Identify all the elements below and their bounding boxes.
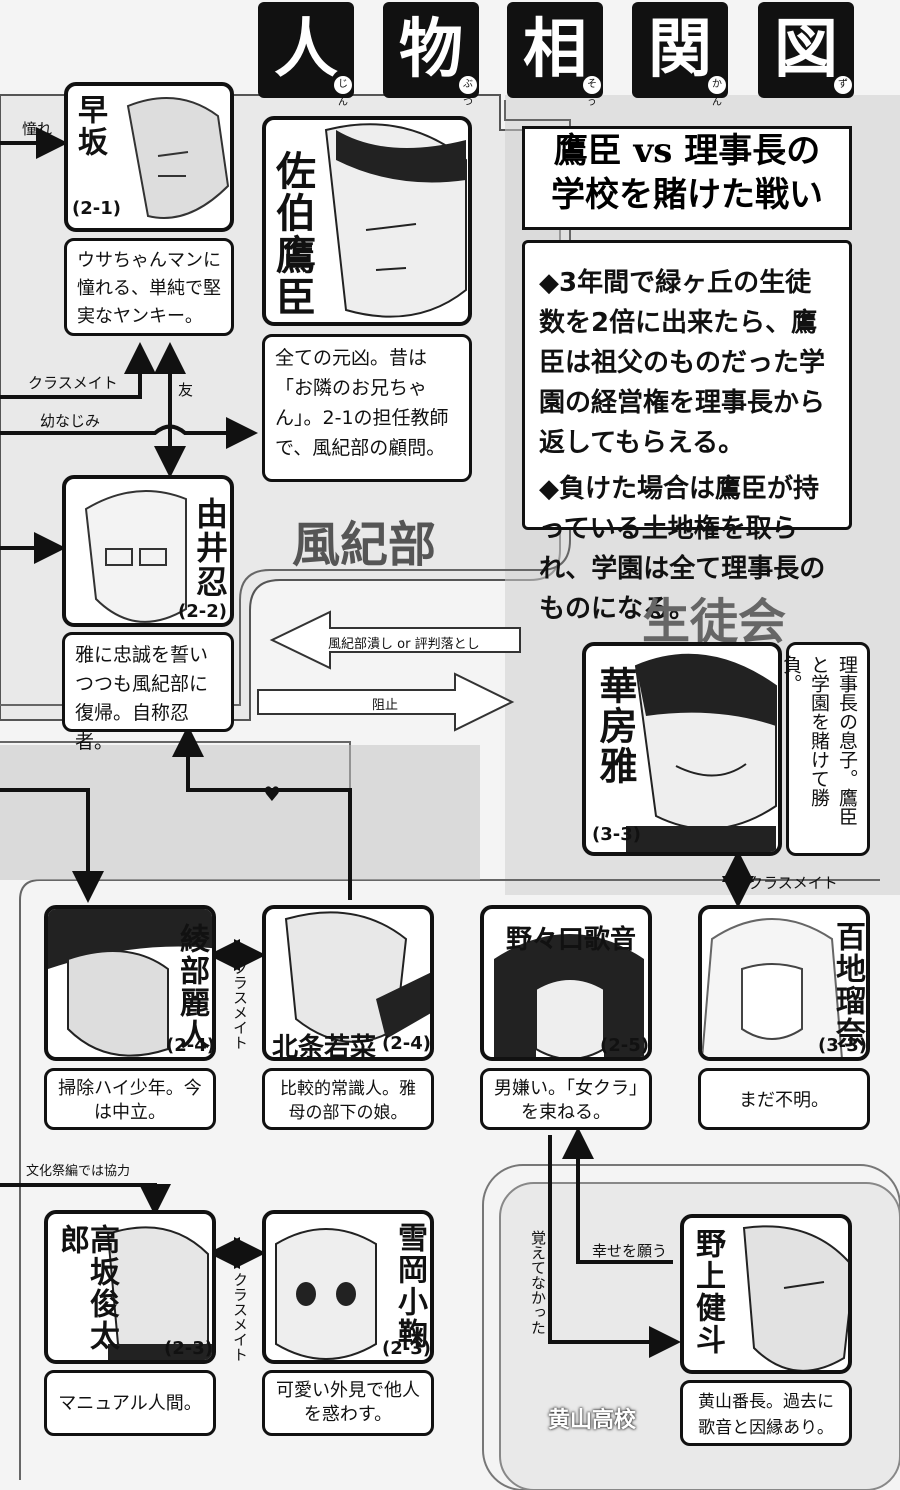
label-oboete: 覚えてなかった xyxy=(529,1230,547,1335)
face-hayasaka-icon xyxy=(126,97,230,219)
portrait-kousaka: 高坂俊太郎 (2-3) xyxy=(44,1210,216,1364)
label-soshi: 阻止 xyxy=(372,698,399,713)
desc-kousaka: マニュアル人間。 xyxy=(44,1370,216,1436)
face-ayabe-icon xyxy=(48,909,212,1057)
label-bunkasai: 文化祭編では協力 xyxy=(26,1164,131,1179)
rule-1: ◆3年間で緑ヶ丘の生徒数を2倍に出来たら、鷹臣は祖父のものだった学園の経営権を理… xyxy=(539,268,826,458)
portrait-ayabe: 綾部麗人 (2-4) xyxy=(44,905,216,1061)
conflict-rules: ◆3年間で緑ヶ丘の生徒数を2倍に出来たら、鷹臣は祖父のものだった学園の経営権を理… xyxy=(522,240,852,624)
group-kiyama: 黄山高校 xyxy=(548,1407,637,1433)
label-osananajimi: 幼なじみ xyxy=(40,412,101,430)
desc-momochi: まだ不明。 xyxy=(698,1068,870,1130)
group-fuuki: 風紀部 xyxy=(292,517,437,573)
group-seito: 生徒会 xyxy=(642,594,787,650)
desc-hayasaka: ウサちゃんマンに憧れる、単純で堅実なヤンキー。 xyxy=(64,238,234,336)
desc-nogami: 黄山番長。過去に歌音と因縁あり。 xyxy=(680,1380,852,1446)
label-akogare: 憧れ xyxy=(22,120,53,138)
label-classmate-seito: クラスメイト xyxy=(748,874,838,892)
desc-saeki: 全ての元凶。昔は「お隣のお兄ちゃん」。2-1の担任教師で、風紀部の顧問。 xyxy=(262,334,472,482)
desc-yui: 雅に忠誠を誓いつつも風紀部に復帰。自称忍者。 xyxy=(62,632,234,753)
face-saeki-icon xyxy=(324,123,467,318)
conflict-heading: 鷹臣 vs 理事長の 学校を賭けた戦い xyxy=(522,126,852,230)
desc-hanabusa: 理事長の息子。鷹臣と学園を賭けて勝負。 xyxy=(780,642,870,856)
portrait-hayasaka: 早坂 (2-1) xyxy=(64,82,234,232)
portrait-nogami: 野上健斗 xyxy=(680,1214,852,1374)
face-kousaka-icon xyxy=(106,1226,212,1360)
label-shiawase: 幸せを願う xyxy=(592,1242,668,1260)
title-char-5: 図ず xyxy=(758,2,854,98)
desc-nonoguchi: 男嫌い。「女クラ」を束ねる。 xyxy=(480,1068,652,1130)
label-fuuki-tsubushi: 風紀部潰し or 評判落とし xyxy=(328,637,480,652)
face-hanabusa-icon xyxy=(626,653,777,852)
desc-houjou: 比較的常識人。雅母の部下の娘。 xyxy=(262,1068,434,1130)
label-tomo: 友 xyxy=(176,382,194,397)
face-nonoguchi-icon xyxy=(494,934,644,1057)
rule-2: ◆負けた場合は鷹臣が持っている土地権を取られ、学園は全て理事長のものになる。 xyxy=(539,474,826,624)
heart-icon: ♥ xyxy=(263,782,281,806)
face-houjou-icon xyxy=(284,911,430,1043)
label-classmate-2: クラスメイト xyxy=(231,960,249,1050)
face-momochi-icon xyxy=(702,918,843,1057)
label-classmate-3: クラスメイト xyxy=(231,1272,249,1362)
portrait-momochi: 百地瑠奈 (3-3) xyxy=(698,905,870,1061)
label-classmate-1: クラスメイト xyxy=(28,374,118,392)
desc-yukioka: 可愛い外見で他人を惑わす。 xyxy=(262,1370,434,1436)
portrait-nonoguchi: 野々口歌音 (2-5) xyxy=(480,905,652,1061)
desc-ayabe: 掃除ハイ少年。今は中立。 xyxy=(44,1068,216,1130)
portrait-hanabusa: 華房雅 (3-3) xyxy=(582,642,782,856)
face-nogami-icon xyxy=(742,1225,848,1370)
portrait-yukioka: 雪岡小鞠 (2-3) xyxy=(262,1210,434,1364)
portrait-saeki: 佐伯鷹臣 xyxy=(262,116,472,326)
portrait-houjou: 北条若菜 (2-4) xyxy=(262,905,434,1061)
title-char-2: 物ぶつ xyxy=(383,2,479,108)
title-char-4: 関かん xyxy=(632,2,728,108)
title-char-3: 相そう xyxy=(507,2,603,108)
face-yukioka-icon xyxy=(275,1228,377,1360)
face-yui-icon xyxy=(84,490,187,623)
portrait-yui: 由井忍 (2-2) xyxy=(62,475,234,627)
title-char-1: 人じん xyxy=(258,2,354,108)
